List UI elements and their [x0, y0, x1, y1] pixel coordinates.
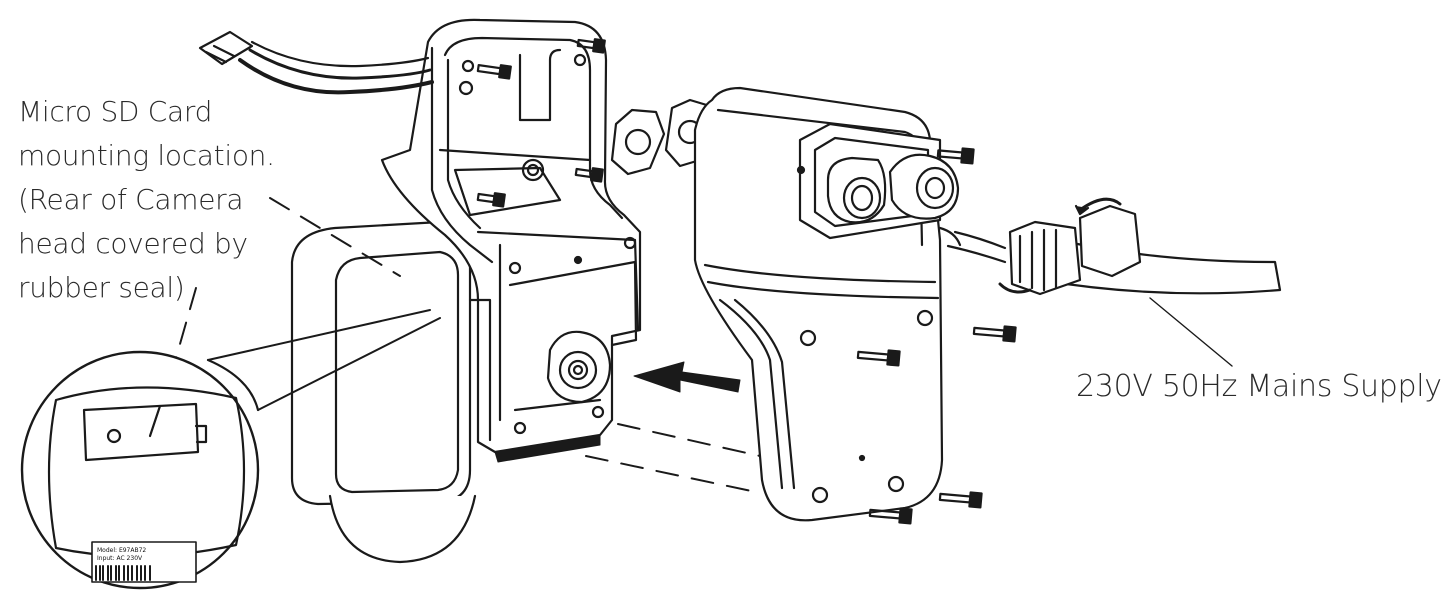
alignment-guides	[269, 197, 761, 493]
mounting-bracket	[380, 18, 642, 463]
mains-supply-label: 230V 50Hz Mains Supply	[1076, 369, 1442, 404]
bracket-screws	[476, 38, 606, 208]
box-screws	[856, 147, 1017, 525]
sd-card-label-line: (Rear of Camera	[18, 183, 244, 216]
sd-card-callout	[20, 287, 441, 590]
assembly-arrow	[633, 361, 741, 393]
sd-card-label-line: head covered by	[18, 227, 248, 260]
sd-card-label-line: Micro SD Card	[18, 95, 213, 128]
wire-harness	[198, 30, 434, 95]
sd-card-label-line: rubber seal)	[18, 271, 185, 304]
sd-card-label-line: mounting location.	[18, 139, 275, 172]
rating-plate-model: Model: E97AB72	[97, 547, 146, 554]
rating-plate-input: Input: AC 230V	[97, 555, 143, 562]
sd-card-label: Micro SD Card mounting location. (Rear o…	[18, 90, 275, 310]
junction-box	[693, 86, 960, 522]
camera-head	[290, 220, 477, 564]
cable-gland	[938, 197, 1282, 367]
